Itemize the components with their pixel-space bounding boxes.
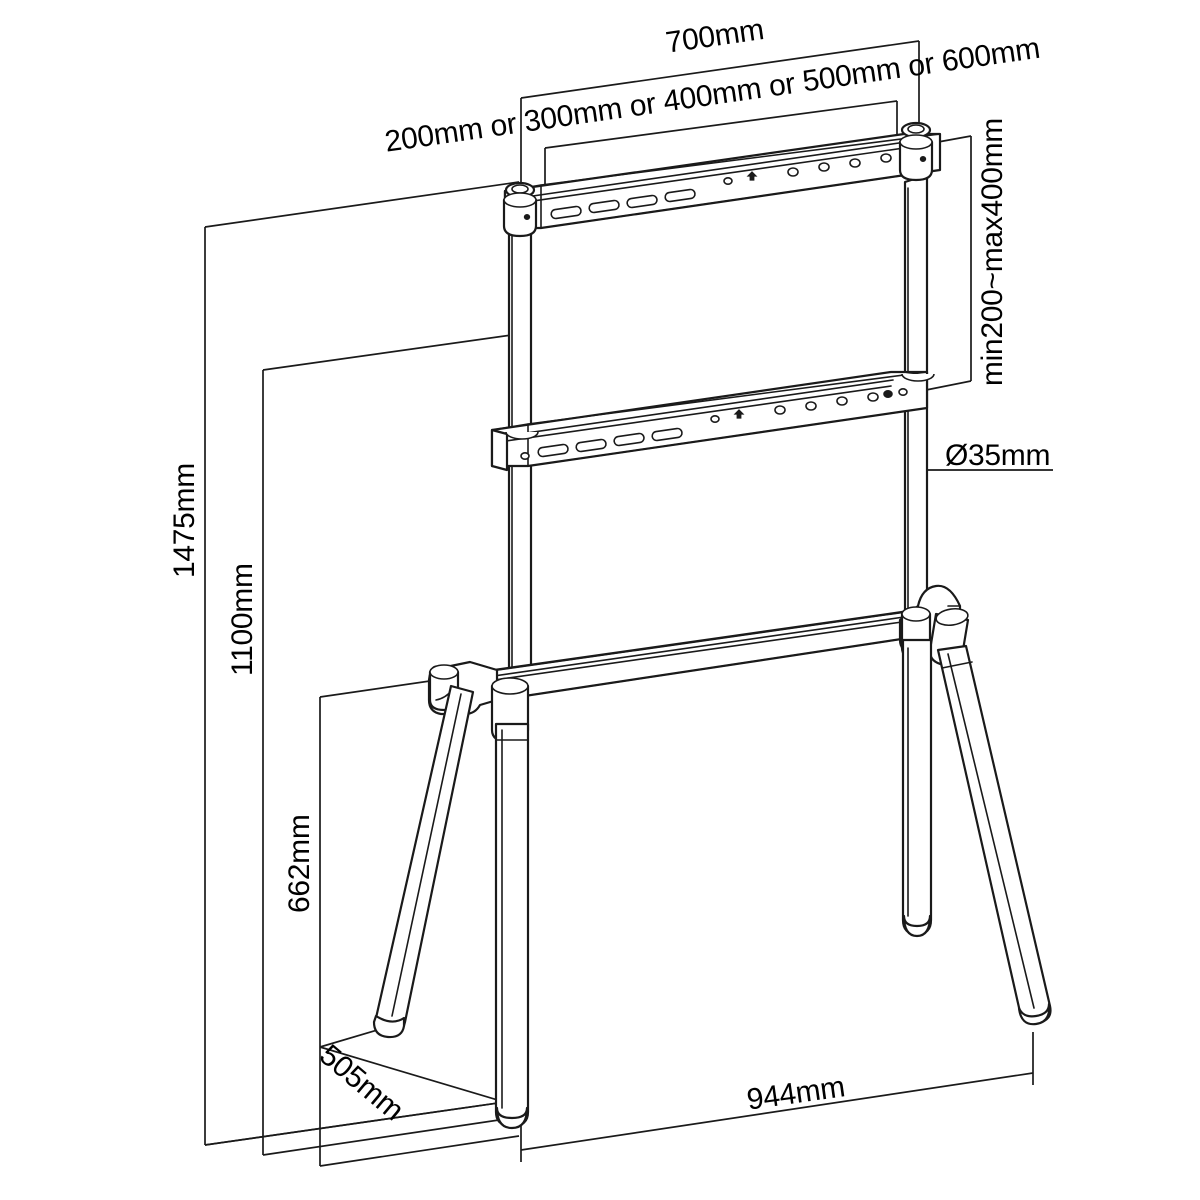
stand-assembly xyxy=(372,121,1052,1130)
dim-label-total-height: 1475mm xyxy=(168,463,201,578)
left-pole-clamp-top xyxy=(502,181,538,238)
dim-label-leg-height: 662mm xyxy=(283,814,316,913)
legs xyxy=(372,638,1052,1130)
top-crossbar xyxy=(502,121,942,238)
dim-label-tube-diameter: Ø35mm xyxy=(945,439,1051,472)
dimension-lines xyxy=(204,40,1053,1167)
lower-crossbar xyxy=(490,370,935,472)
dim-label-screen-height: 1100mm xyxy=(226,563,259,676)
right-pole-clamp-top xyxy=(898,121,934,182)
dim-label-height-adjust: min200~max400mm xyxy=(976,118,1009,387)
